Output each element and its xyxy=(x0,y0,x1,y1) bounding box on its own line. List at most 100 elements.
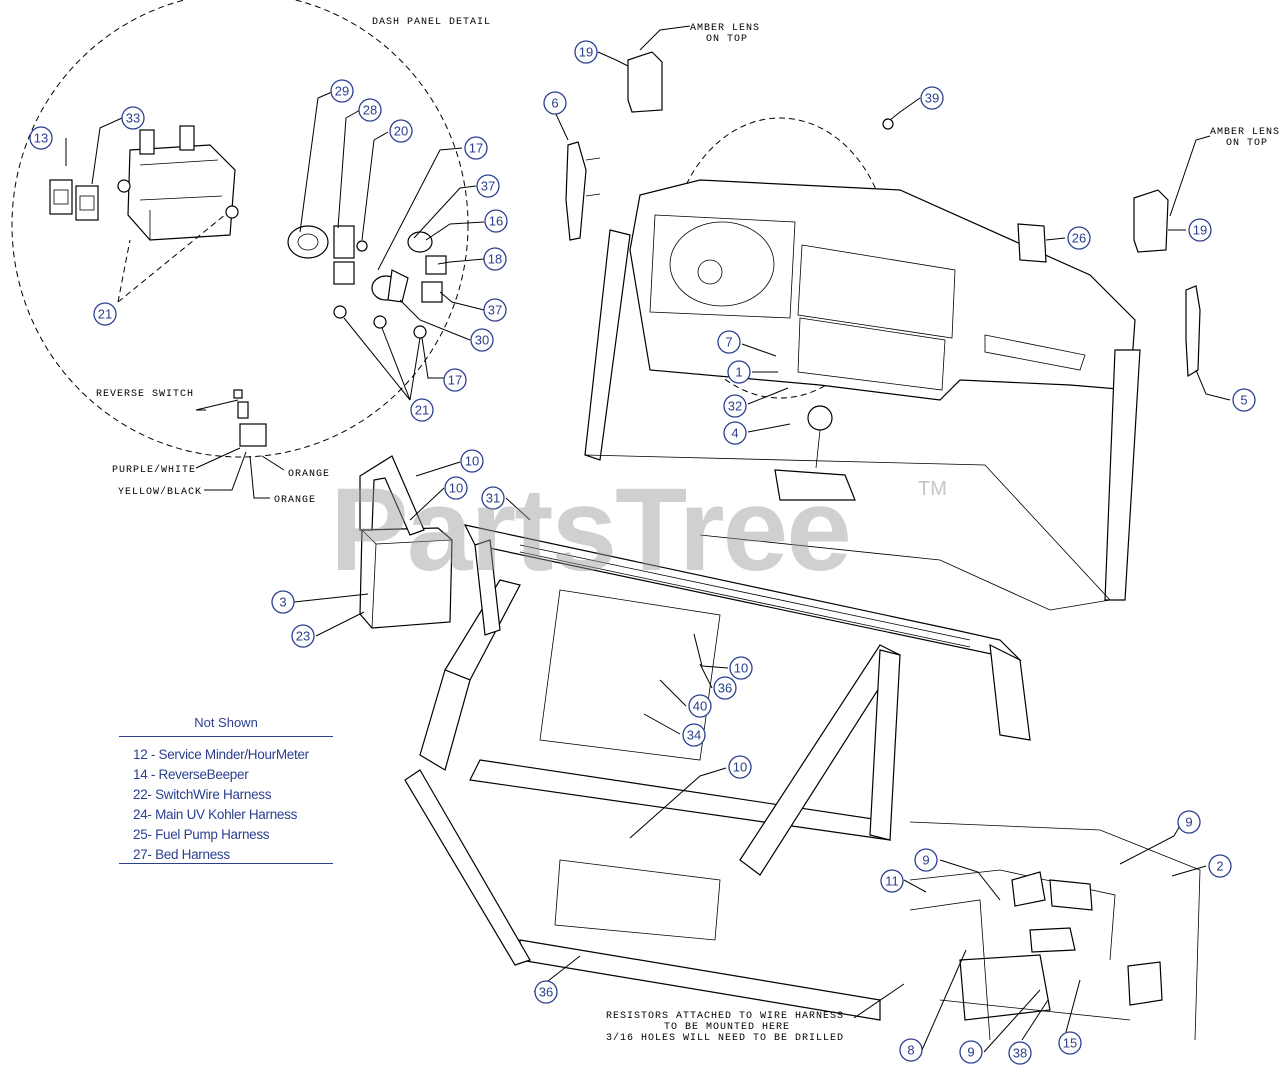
svg-text:21: 21 xyxy=(98,307,112,322)
callout-2[interactable]: 2 xyxy=(1208,854,1232,878)
light-pod-19-left xyxy=(627,51,663,113)
dash-panel-detail-circle xyxy=(11,0,469,458)
note-amber-lens-1-l2: ON TOP xyxy=(706,34,748,45)
callout-40[interactable]: 40 xyxy=(688,694,712,718)
svg-text:36: 36 xyxy=(539,985,553,1000)
callout-28[interactable]: 28 xyxy=(358,98,382,122)
callout-1[interactable]: 1 xyxy=(727,360,751,384)
callout-10-d[interactable]: 10 xyxy=(728,755,752,779)
callout-30[interactable]: 30 xyxy=(470,328,494,352)
callout-16[interactable]: 16 xyxy=(484,209,508,233)
note-orange-2: ORANGE xyxy=(274,495,316,506)
note-yellow-black: YELLOW/BLACK xyxy=(118,486,202,498)
svg-text:10: 10 xyxy=(449,481,463,496)
callout-4[interactable]: 4 xyxy=(723,421,747,445)
svg-text:28: 28 xyxy=(363,103,377,118)
callout-21-bottom[interactable]: 21 xyxy=(410,398,434,422)
svg-text:15: 15 xyxy=(1063,1036,1077,1051)
callout-15[interactable]: 15 xyxy=(1058,1031,1082,1055)
svg-text:10: 10 xyxy=(734,661,748,676)
callout-29[interactable]: 29 xyxy=(330,79,354,103)
leader-lines xyxy=(65,25,1231,1053)
svg-text:3: 3 xyxy=(279,595,286,610)
callout-9-mid[interactable]: 9 xyxy=(914,848,938,872)
callout-18[interactable]: 18 xyxy=(483,247,507,271)
svg-text:7: 7 xyxy=(725,335,732,350)
callout-7[interactable]: 7 xyxy=(717,330,741,354)
svg-text:16: 16 xyxy=(489,214,503,229)
svg-text:1: 1 xyxy=(735,365,742,380)
callout-17-top[interactable]: 17 xyxy=(464,136,488,160)
rocker-switch-13 xyxy=(49,179,73,215)
callout-6[interactable]: 6 xyxy=(543,91,567,115)
mirror-6 xyxy=(565,141,601,241)
callout-34[interactable]: 34 xyxy=(682,723,706,747)
callout-32[interactable]: 32 xyxy=(723,394,747,418)
callout-8[interactable]: 8 xyxy=(899,1038,923,1062)
callout-10-b[interactable]: 10 xyxy=(444,476,468,500)
main-frame xyxy=(404,179,1141,1021)
svg-text:13: 13 xyxy=(34,131,48,146)
bracket-5 xyxy=(1185,285,1201,378)
callout-19-top[interactable]: 19 xyxy=(574,40,598,64)
callout-31[interactable]: 31 xyxy=(481,486,505,510)
callout-37-top[interactable]: 37 xyxy=(476,174,500,198)
not-shown-list: 12 - Service Minder/HourMeter 14 - Rever… xyxy=(133,745,333,865)
callout-36-b[interactable]: 36 xyxy=(534,980,558,1004)
svg-text:39: 39 xyxy=(925,91,939,106)
rocker-switch-33 xyxy=(75,185,99,221)
callout-11[interactable]: 11 xyxy=(880,869,904,893)
callout-26[interactable]: 26 xyxy=(1067,226,1091,250)
note-purple-white: PURPLE/WHITE xyxy=(112,464,196,476)
knobs-21 xyxy=(333,305,427,339)
socket-16 xyxy=(407,231,433,253)
dash-panel-detail-title: DASH PANEL DETAIL xyxy=(372,17,491,28)
callout-10-a[interactable]: 10 xyxy=(460,449,484,473)
list-item: 27- Bed Harness xyxy=(133,847,230,862)
callout-19-right[interactable]: 19 xyxy=(1188,218,1212,242)
note-amber-lens-1-l1: AMBER LENS xyxy=(690,23,760,34)
callout-9-bottom[interactable]: 9 xyxy=(959,1040,983,1064)
svg-text:23: 23 xyxy=(296,629,310,644)
list-item: 24- Main UV Kohler Harness xyxy=(133,807,298,822)
svg-text:4: 4 xyxy=(731,426,738,441)
pilot-lamp-20 xyxy=(356,240,368,252)
callout-33[interactable]: 33 xyxy=(121,106,145,130)
fastener-39 xyxy=(882,118,894,130)
callout-17-bottom[interactable]: 17 xyxy=(443,368,467,392)
list-item: 22- SwitchWire Harness xyxy=(133,787,272,802)
svg-text:33: 33 xyxy=(126,111,140,126)
callout-21-left[interactable]: 21 xyxy=(93,302,117,326)
callout-5[interactable]: 5 xyxy=(1232,388,1256,412)
list-item: 14 - ReverseBeeper xyxy=(133,767,249,782)
svg-text:5: 5 xyxy=(1240,393,1247,408)
svg-text:21: 21 xyxy=(415,403,429,418)
note-orange-1: ORANGE xyxy=(288,469,330,480)
callout-38[interactable]: 38 xyxy=(1008,1041,1032,1065)
list-item: 25- Fuel Pump Harness xyxy=(133,827,270,842)
svg-text:10: 10 xyxy=(465,454,479,469)
callout-36-a[interactable]: 36 xyxy=(713,676,737,700)
callout-39[interactable]: 39 xyxy=(920,86,944,110)
battery-23 xyxy=(359,455,453,629)
note-resistors-l3: 3/16 HOLES WILL NEED TO BE DRILLED xyxy=(606,1032,844,1044)
callout-10-c[interactable]: 10 xyxy=(729,656,753,680)
ignition-switch-29 xyxy=(287,225,329,259)
callout-3[interactable]: 3 xyxy=(271,590,295,614)
svg-text:9: 9 xyxy=(1185,815,1192,830)
svg-text:30: 30 xyxy=(475,333,489,348)
not-shown-legend: Not Shown 12 - Service Minder/HourMeter … xyxy=(119,714,333,864)
note-amber-lens-2-l2: ON TOP xyxy=(1226,138,1268,149)
svg-text:32: 32 xyxy=(728,399,742,414)
watermark: PartsTree xyxy=(330,464,852,596)
callout-9-top[interactable]: 9 xyxy=(1177,810,1201,834)
callout-13[interactable]: 13 xyxy=(29,126,53,150)
callout-20[interactable]: 20 xyxy=(389,119,413,143)
note-amber-lens-2-l1: AMBER LENS xyxy=(1210,127,1280,138)
callout-23[interactable]: 23 xyxy=(291,624,315,648)
reverse-switch xyxy=(233,389,267,447)
light-pod-19-right xyxy=(1133,189,1169,253)
switch-18 xyxy=(425,255,447,275)
callout-37-bottom[interactable]: 37 xyxy=(483,298,507,322)
